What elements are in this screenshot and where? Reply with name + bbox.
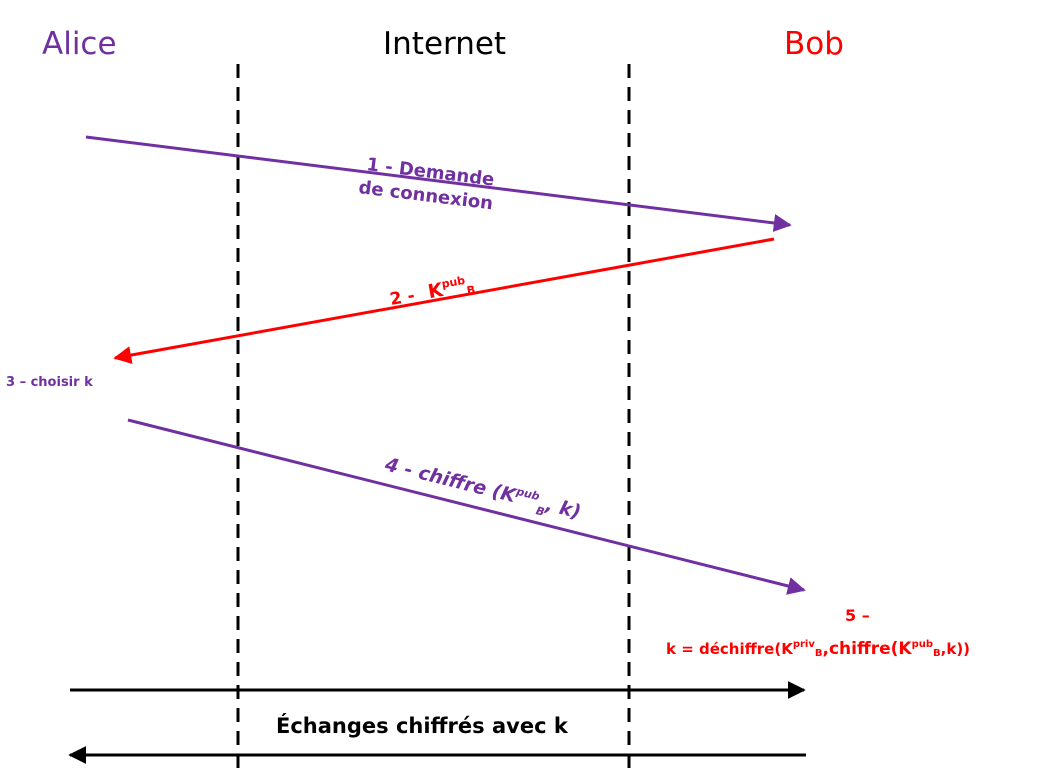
exchange-label: Échanges chiffrés avec k — [276, 713, 569, 738]
step5-formula: k = déchiffre(KprivB,chiffre(KpubB,k)) — [666, 639, 970, 659]
arrow-step1 — [85, 135, 792, 232]
step3-label: 3 – choisir k — [6, 375, 93, 390]
step5-sub1: B — [815, 648, 823, 659]
step2-prefix: 2 - — [388, 286, 416, 310]
step4-sub: B — [534, 504, 545, 519]
step2-label: 2 - KpubB — [388, 272, 476, 310]
arrow-step2 — [113, 237, 775, 364]
actor-internet: Internet — [383, 26, 506, 62]
step5-mid: ,chiffre(K — [822, 639, 912, 659]
step4-suffix: , k) — [543, 493, 583, 523]
step5-sub2: B — [933, 648, 941, 659]
step5-number: 5 – — [845, 606, 870, 625]
step2-sub: B — [466, 283, 477, 297]
step2-key: K — [426, 279, 446, 303]
step5-end: ,k)) — [941, 640, 970, 658]
arrow-step4 — [127, 418, 806, 595]
step4-sup: pub — [514, 485, 541, 504]
step5-sup1: priv — [793, 639, 816, 650]
actor-bob: Bob — [784, 26, 844, 62]
step2-sup: pub — [441, 274, 467, 291]
step4-prefix: 4 - chiffre (K — [382, 453, 519, 507]
step5-eq: k = déchiffre(K — [666, 640, 794, 658]
step5-sup2: pub — [912, 639, 933, 650]
actor-alice: Alice — [42, 26, 117, 62]
